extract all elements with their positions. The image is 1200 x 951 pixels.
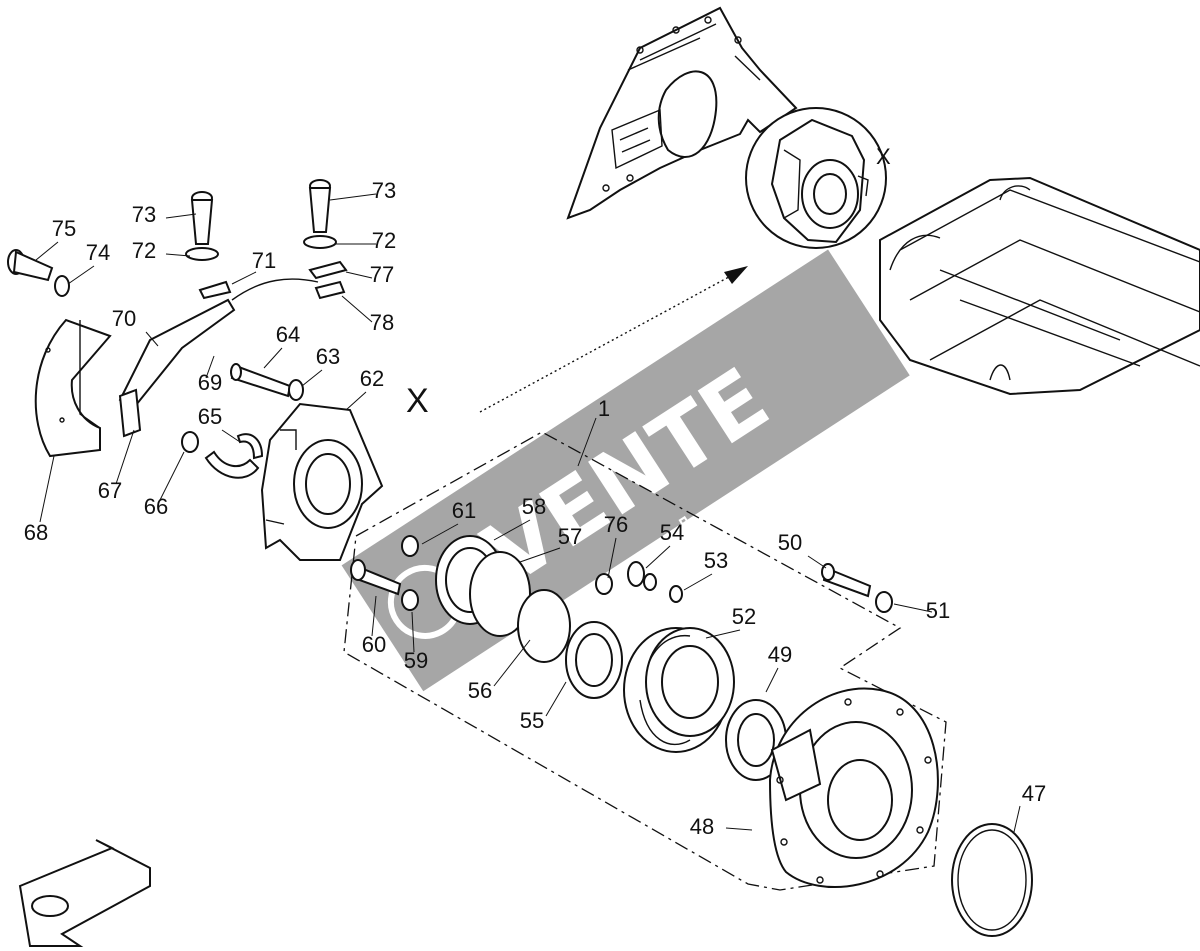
callout-c63: 63 bbox=[316, 344, 340, 369]
part-67-bracket bbox=[118, 388, 142, 438]
callout-c74: 74 bbox=[86, 240, 110, 265]
part-54-washer bbox=[627, 561, 657, 591]
callout-c55: 55 bbox=[520, 708, 544, 733]
callout-c78: 78 bbox=[370, 310, 394, 335]
callout-c76: 76 bbox=[604, 512, 628, 537]
part-56-circlip bbox=[517, 589, 571, 663]
callout-c62: 62 bbox=[360, 366, 384, 391]
part-74-washer bbox=[54, 275, 70, 297]
callout-c47: 47 bbox=[1022, 781, 1046, 806]
part-73-tensioner-right bbox=[303, 179, 337, 249]
callout-c70: 70 bbox=[112, 306, 136, 331]
callout-c60: 60 bbox=[362, 632, 386, 657]
callout-c53: 53 bbox=[704, 548, 728, 573]
callout-c72b: 72 bbox=[372, 228, 396, 253]
callout-c61: 61 bbox=[452, 498, 476, 523]
part-48-hub-flange bbox=[768, 687, 939, 889]
detail-label: X bbox=[876, 144, 891, 169]
direction-arrow bbox=[479, 266, 748, 413]
part-75-bolt bbox=[7, 249, 54, 282]
part-64-bolt bbox=[230, 363, 292, 398]
part-47-gasket bbox=[951, 823, 1033, 937]
detail-circle: X bbox=[745, 107, 891, 249]
assembly-group-box bbox=[343, 431, 947, 891]
callout-labels: 1 47 48 49 50 51 52 53 54 55 56 57 58 59 60 61 62 63 64 65 6… bbox=[24, 178, 1046, 839]
compass-icon bbox=[18, 839, 151, 947]
part-60-bolt bbox=[350, 559, 402, 596]
part-53-nipple bbox=[669, 585, 683, 603]
frame-plate bbox=[566, 6, 798, 220]
part-63-nut bbox=[288, 379, 304, 401]
callout-c65: 65 bbox=[198, 404, 222, 429]
callout-c50: 50 bbox=[778, 530, 802, 555]
callout-c64: 64 bbox=[276, 322, 300, 347]
callout-c54: 54 bbox=[660, 520, 684, 545]
callout-c66: 66 bbox=[144, 494, 168, 519]
part-62-housing bbox=[260, 402, 384, 561]
part-50-bolt bbox=[821, 563, 872, 598]
part-57-ring bbox=[469, 551, 531, 637]
callout-c75: 75 bbox=[52, 216, 76, 241]
callout-c1: 1 bbox=[598, 396, 610, 421]
callout-c56: 56 bbox=[468, 678, 492, 703]
callout-c77: 77 bbox=[370, 262, 394, 287]
part-55-bearing bbox=[565, 621, 623, 699]
callout-c58: 58 bbox=[522, 494, 546, 519]
part-66-washer bbox=[181, 431, 199, 453]
callout-c68: 68 bbox=[24, 520, 48, 545]
part-49-seal bbox=[725, 699, 787, 781]
callout-c72a: 72 bbox=[132, 238, 156, 263]
callout-c69: 69 bbox=[198, 370, 222, 395]
callout-c73a: 73 bbox=[132, 202, 156, 227]
callout-c52: 52 bbox=[732, 604, 756, 629]
part-65-shells bbox=[204, 433, 264, 479]
part-61-bushing bbox=[401, 535, 419, 557]
callout-c73b: 73 bbox=[372, 178, 396, 203]
part-68-shield bbox=[34, 318, 112, 458]
part-51-nut bbox=[875, 591, 893, 613]
part-59-bushing bbox=[401, 589, 419, 611]
callout-c57: 57 bbox=[558, 524, 582, 549]
callout-c51: 51 bbox=[926, 598, 950, 623]
part-77-latch bbox=[308, 260, 348, 300]
view-label: X bbox=[406, 382, 429, 420]
callout-c59: 59 bbox=[404, 648, 428, 673]
callout-c49: 49 bbox=[768, 642, 792, 667]
part-52-sprocket bbox=[623, 627, 735, 753]
part-76-pin bbox=[595, 573, 613, 595]
part-71-spring bbox=[231, 278, 319, 301]
callout-c48: 48 bbox=[690, 814, 714, 839]
callout-c67: 67 bbox=[98, 478, 122, 503]
part-73-tensioner-left bbox=[185, 191, 219, 261]
leader-lines bbox=[35, 193, 1021, 833]
callout-c71: 71 bbox=[252, 248, 276, 273]
chain-elevator bbox=[879, 176, 1200, 396]
